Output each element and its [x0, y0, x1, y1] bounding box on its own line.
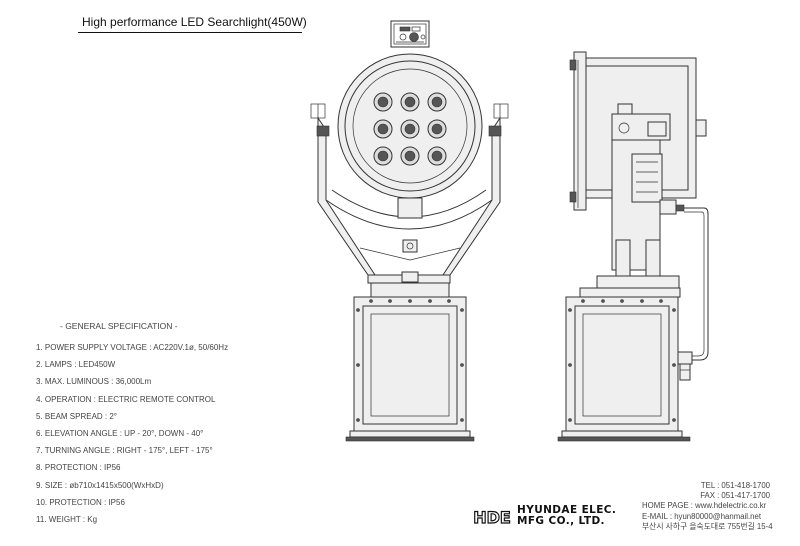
spec-item: 10. PROTECTION : IP56	[36, 497, 125, 507]
lamp-head	[337, 53, 483, 219]
front-view	[310, 20, 509, 442]
front-base	[345, 282, 475, 442]
spec-item: 4. OPERATION : ELECTRIC REMOTE CONTROL	[36, 394, 216, 404]
spec-item: 3. MAX. LUMINOUS : 36,000Lm	[36, 377, 152, 387]
spec-item: 6. ELEVATION ANGLE : UP - 20°, DOWN - 40…	[36, 428, 204, 438]
spec-item: 7. TURNING ANGLE : RIGHT - 175°, LEFT - …	[36, 446, 213, 456]
spec-item: 1. POWER SUPPLY VOLTAGE : AC220V.1ø, 50/…	[36, 343, 229, 352]
contact-block: TEL : 051-418-1700 FAX : 051-417-1700 HO…	[642, 481, 773, 532]
company-name-line2: MFG CO., LTD.	[517, 515, 605, 527]
front-yoke	[310, 103, 509, 284]
side-view	[557, 51, 709, 442]
hde-logo-mark: HDE	[473, 507, 512, 527]
logo-mark-text: HDE	[473, 508, 511, 527]
control-box	[390, 20, 430, 48]
drawing-title: High performance LED Searchlight(450W)	[82, 15, 307, 29]
spec-list: 1. POWER SUPPLY VOLTAGE : AC220V.1ø, 50/…	[36, 339, 228, 528]
title-underline	[78, 32, 302, 33]
power-cable	[677, 207, 709, 381]
contact-fax: FAX : 051-417-1700	[700, 491, 770, 501]
side-base	[557, 275, 691, 442]
contact-address: 부산시 사하구 을숙도대로 755번길 15-4	[642, 521, 773, 531]
contact-email: E-MAIL : hyun80000@hanmail.net	[642, 511, 762, 521]
company-name-line1: HYUNDAE ELEC.	[517, 504, 617, 516]
contact-tel: TEL : 051-418-1700	[700, 481, 770, 490]
spec-item: 2. LAMPS : LED450W	[36, 360, 116, 370]
company-name: HYUNDAE ELEC. MFG CO., LTD.	[517, 505, 616, 527]
spec-heading: - GENERAL SPECIFICATION -	[60, 321, 178, 331]
spec-item: 8. PROTECTION : IP56	[36, 463, 121, 473]
contact-homepage: HOME PAGE : www.hdelectric.co.kr	[642, 501, 767, 511]
spec-item: 5. BEAM SPREAD : 2°	[36, 411, 118, 421]
side-column	[611, 139, 685, 277]
led-array	[373, 92, 447, 166]
spec-item: 9. SIZE : øb710x1415x500(WxHxD)	[36, 480, 164, 490]
spec-item: 11. WEIGHT : Kg	[36, 514, 98, 524]
